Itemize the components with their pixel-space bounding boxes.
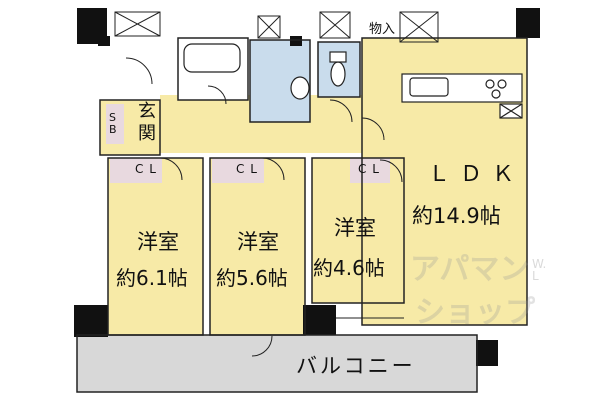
closet3-label: C L	[358, 162, 380, 176]
closet3-area	[350, 158, 390, 183]
balcony-area	[77, 335, 477, 392]
walls	[74, 8, 540, 366]
stove-burner	[491, 89, 501, 99]
closet1-area	[110, 158, 162, 183]
toilet	[330, 61, 346, 87]
toilet-tank	[329, 51, 347, 63]
watermark-side: W.L	[532, 257, 547, 283]
bedroom1-size: 約6.1帖	[116, 266, 188, 290]
bedroom1-area	[108, 158, 203, 335]
stove-burner	[497, 79, 507, 89]
windows	[108, 317, 500, 336]
closet2-label: C L	[236, 162, 258, 176]
room-fills	[77, 38, 527, 392]
bedroom3-size: 約4.6帖	[313, 256, 385, 280]
washbasin	[290, 76, 310, 100]
bedroom1-name: 洋室	[137, 230, 179, 254]
bathtub	[183, 43, 241, 73]
entrance-label: 玄関	[138, 101, 156, 144]
sink	[409, 77, 449, 97]
watermark-line2: ショップ	[415, 295, 535, 330]
storage-label: 物入	[369, 22, 396, 37]
sb-area	[106, 104, 124, 144]
bedroom2-area	[210, 158, 305, 335]
stove-burner	[485, 79, 495, 89]
bedroom3-name: 洋室	[334, 216, 376, 240]
bedroom2-size: 約5.6帖	[216, 266, 288, 290]
shoe-box-label: SB	[109, 111, 117, 136]
ldk-name: ＬＤＫ	[428, 162, 525, 187]
ldk-size: 約14.9帖	[412, 204, 501, 228]
closet2-area	[212, 158, 264, 183]
fixtures	[183, 43, 523, 119]
balcony-label: バルコニー	[296, 354, 416, 378]
watermark-line1: アパマン	[410, 252, 530, 287]
bedroom2-name: 洋室	[237, 230, 279, 254]
door-swings	[125, 57, 403, 357]
closet1-label: C L	[135, 162, 157, 176]
